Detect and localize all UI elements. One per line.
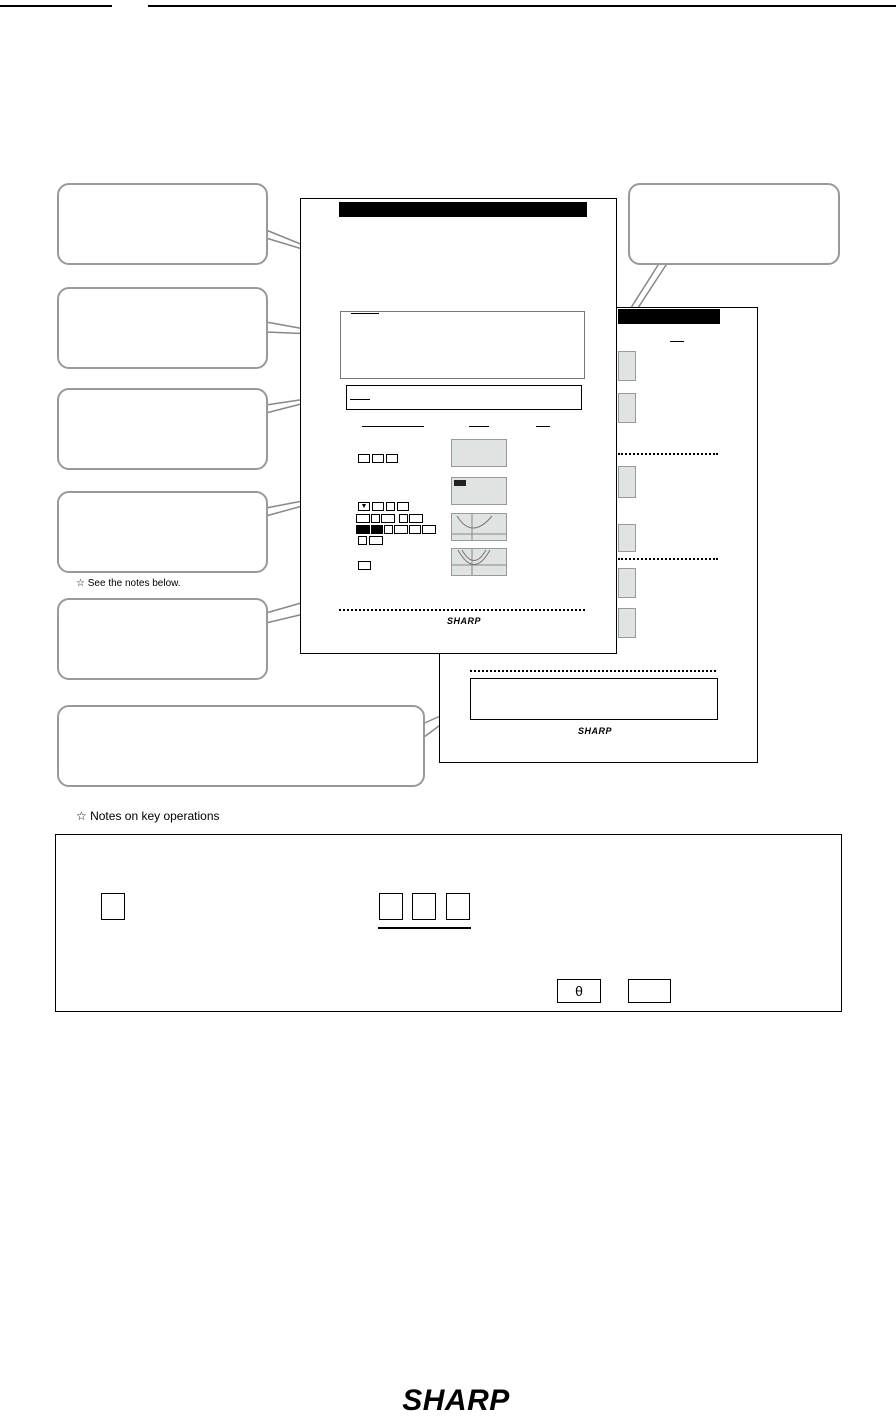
mini-key [369, 536, 383, 545]
callout-right [628, 183, 840, 265]
callout-3 [57, 388, 268, 470]
mini-key-dark [371, 525, 383, 534]
back-note-box [470, 678, 718, 720]
thumb-menu-highlight [454, 480, 466, 486]
mini-key [409, 525, 421, 534]
mini-key [381, 514, 395, 523]
mini-key [372, 454, 384, 463]
theta-key: θ [557, 979, 601, 1003]
callout-5 [57, 598, 268, 680]
mini-key [371, 514, 380, 523]
mini-key [422, 525, 436, 534]
mini-key [386, 454, 398, 463]
mini-key [384, 525, 393, 534]
back-screen-thumb-4 [618, 524, 636, 552]
back-dotted-separator-2 [618, 558, 718, 560]
column-underline-1 [362, 426, 424, 427]
example-box-tab [350, 399, 370, 400]
blank-key [101, 893, 125, 920]
key-1 [379, 893, 403, 920]
mini-key [394, 525, 408, 534]
mini-key [358, 454, 370, 463]
callout-4 [57, 491, 268, 573]
key-notes-panel: θ [55, 834, 842, 1012]
front-title-bar [339, 202, 587, 217]
footer-sharp-logo: SHARP [368, 1386, 544, 1416]
back-title-bar [618, 309, 720, 324]
explanation-box [340, 311, 585, 379]
back-screen-thumb-6 [618, 608, 636, 638]
example-box [346, 385, 582, 410]
back-screen-thumb-2 [618, 393, 636, 423]
back-sharp-logo: SHARP [560, 726, 630, 736]
graph-curve-2 [452, 549, 506, 575]
screen-thumb-2 [451, 477, 507, 505]
callout-6-wide [57, 705, 425, 787]
back-screen-thumb-3 [618, 466, 636, 498]
callout-1 [57, 183, 268, 265]
key-3 [446, 893, 470, 920]
back-dotted-separator-1 [618, 453, 718, 455]
sample-page-front: ▼ SHARP [300, 198, 617, 654]
mini-key-dark [356, 525, 370, 534]
mini-key [372, 502, 384, 511]
back-dotted-separator-3 [470, 670, 716, 672]
see-notes-below: ☆ See the notes below. [76, 578, 181, 589]
notes-heading: ☆ Notes on key operations [76, 809, 220, 823]
back-screen-thumb-5 [618, 568, 636, 598]
graph-curve-1 [452, 514, 506, 540]
blank-key-2 [628, 979, 671, 1003]
mini-key [356, 514, 370, 523]
screen-thumb-1 [451, 439, 507, 467]
screen-thumb-graph-2 [451, 548, 507, 576]
back-screen-thumb-1 [618, 351, 636, 381]
back-underline [670, 341, 684, 342]
column-underline-3 [536, 426, 550, 427]
front-dotted-separator [339, 609, 585, 611]
key-sequence-underline [378, 927, 471, 929]
front-sharp-logo: SHARP [429, 616, 499, 626]
mini-key [386, 502, 395, 511]
explanation-box-tab [351, 313, 379, 314]
key-2 [412, 893, 436, 920]
mini-key [358, 536, 367, 545]
callout-2 [57, 287, 268, 369]
mini-key [399, 514, 408, 523]
mini-key [358, 561, 371, 570]
screen-thumb-graph-1 [451, 513, 507, 541]
mini-key [409, 514, 423, 523]
mini-key [397, 502, 409, 511]
column-underline-2 [469, 426, 489, 427]
mini-key-down-arrow: ▼ [358, 502, 370, 511]
